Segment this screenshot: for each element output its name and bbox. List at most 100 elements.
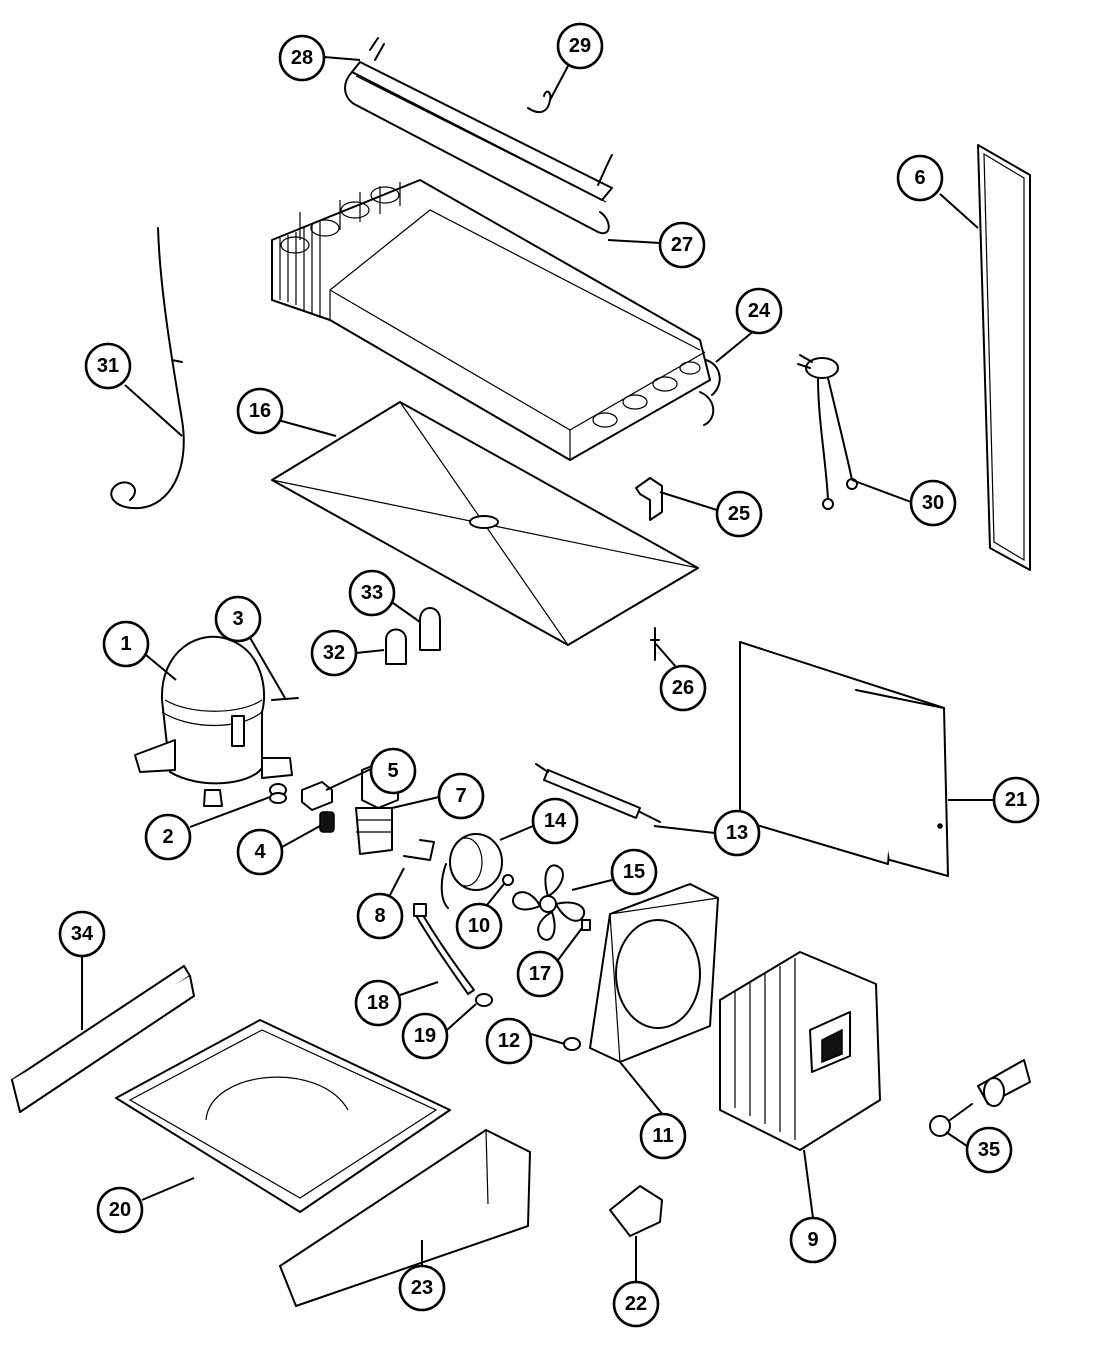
part-angle-rail bbox=[11, 965, 195, 1113]
callout-label-18: 18 bbox=[367, 992, 389, 1014]
callout-6: 6 bbox=[896, 154, 944, 202]
part-defrost-heater bbox=[344, 37, 613, 235]
callout-label-17: 17 bbox=[529, 963, 551, 985]
callout-27: 27 bbox=[658, 221, 706, 269]
callout-17: 17 bbox=[516, 950, 564, 998]
callout-label-4: 4 bbox=[254, 841, 266, 863]
callout-label-3: 3 bbox=[232, 608, 243, 630]
part-evaporator bbox=[271, 179, 721, 461]
part-panel bbox=[739, 641, 949, 877]
callout-label-10: 10 bbox=[468, 915, 490, 937]
callout-5: 5 bbox=[369, 747, 417, 795]
callout-label-29: 29 bbox=[569, 35, 591, 57]
callout-label-28: 28 bbox=[291, 47, 313, 69]
callout-25: 25 bbox=[715, 490, 763, 538]
part-clips-pair bbox=[385, 607, 441, 665]
part-switch bbox=[609, 1185, 663, 1237]
callout-label-8: 8 bbox=[374, 905, 385, 927]
callout-3: 3 bbox=[214, 595, 262, 643]
callout-label-2: 2 bbox=[162, 826, 173, 848]
callout-label-16: 16 bbox=[249, 400, 271, 422]
callout-19: 19 bbox=[401, 1012, 449, 1060]
callout-22: 22 bbox=[612, 1280, 660, 1328]
callout-label-5: 5 bbox=[387, 760, 398, 782]
part-capillary-tube bbox=[110, 227, 185, 510]
part-grommet bbox=[269, 783, 287, 804]
leader-lines bbox=[81, 56, 994, 1282]
callout-31: 31 bbox=[84, 342, 132, 390]
callout-8: 8 bbox=[356, 892, 404, 940]
callout-2: 2 bbox=[144, 813, 192, 861]
part-socket bbox=[929, 1059, 1031, 1137]
callout-label-19: 19 bbox=[414, 1025, 436, 1047]
part-condenser bbox=[719, 951, 881, 1151]
callout-35: 35 bbox=[965, 1126, 1013, 1174]
callout-label-1: 1 bbox=[120, 633, 131, 655]
callouts: 1 2 3 4 5 6 7 8 9 10 11 12 13 14 15 16 1… bbox=[58, 22, 1040, 1328]
part-grommet-small bbox=[475, 993, 493, 1007]
part-relay-clip bbox=[403, 839, 435, 861]
callout-label-35: 35 bbox=[978, 1139, 1000, 1161]
callout-label-13: 13 bbox=[726, 822, 748, 844]
part-fan-clip bbox=[581, 919, 591, 931]
callout-label-27: 27 bbox=[671, 234, 693, 256]
part-bracket-plate bbox=[279, 1129, 531, 1307]
callout-label-23: 23 bbox=[411, 1277, 433, 1299]
part-defrost-thermostat bbox=[797, 354, 858, 510]
callout-label-9: 9 bbox=[807, 1229, 818, 1251]
callout-label-26: 26 bbox=[672, 677, 694, 699]
part-pin bbox=[650, 627, 660, 661]
callout-30: 30 bbox=[909, 479, 957, 527]
part-drain-pan bbox=[115, 1019, 451, 1213]
callout-4: 4 bbox=[236, 828, 284, 876]
callout-label-25: 25 bbox=[728, 503, 750, 525]
part-evaporator-cover bbox=[271, 401, 699, 646]
callout-10: 10 bbox=[455, 902, 503, 950]
part-mounting-strap bbox=[413, 903, 475, 995]
part-drier bbox=[535, 763, 661, 823]
callout-21: 21 bbox=[992, 776, 1040, 824]
callout-label-12: 12 bbox=[498, 1030, 520, 1052]
part-vertical-strip bbox=[977, 144, 1031, 571]
callout-33: 33 bbox=[348, 569, 396, 617]
callout-32: 32 bbox=[310, 629, 358, 677]
callout-13: 13 bbox=[713, 809, 761, 857]
callout-9: 9 bbox=[789, 1216, 837, 1264]
part-compressor bbox=[134, 635, 293, 807]
part-fan-blade bbox=[512, 864, 586, 941]
callout-23: 23 bbox=[398, 1264, 446, 1312]
callout-1: 1 bbox=[102, 620, 150, 668]
callout-20: 20 bbox=[96, 1186, 144, 1234]
callout-7: 7 bbox=[437, 772, 485, 820]
callout-28: 28 bbox=[278, 34, 326, 82]
callout-11: 11 bbox=[639, 1112, 687, 1160]
callout-label-34: 34 bbox=[71, 923, 94, 945]
callout-14: 14 bbox=[531, 797, 579, 845]
callout-15: 15 bbox=[610, 848, 658, 896]
callout-26: 26 bbox=[659, 664, 707, 712]
part-fan-shroud bbox=[589, 883, 719, 1063]
callout-label-7: 7 bbox=[455, 785, 466, 807]
callout-label-11: 11 bbox=[652, 1125, 673, 1147]
callout-16: 16 bbox=[236, 387, 284, 435]
part-nut bbox=[502, 874, 514, 886]
part-cap bbox=[319, 811, 335, 833]
callout-label-32: 32 bbox=[323, 642, 345, 664]
part-clip bbox=[527, 90, 552, 114]
callout-label-20: 20 bbox=[109, 1199, 131, 1221]
callout-34: 34 bbox=[58, 910, 106, 958]
callout-label-33: 33 bbox=[361, 582, 383, 604]
callout-18: 18 bbox=[354, 979, 402, 1027]
part-grommet-fan bbox=[563, 1037, 581, 1051]
callout-29: 29 bbox=[556, 22, 604, 70]
callout-label-6: 6 bbox=[914, 167, 925, 189]
callout-label-30: 30 bbox=[922, 492, 944, 514]
part-tube-stub bbox=[271, 697, 299, 701]
callout-label-21: 21 bbox=[1005, 789, 1027, 811]
callout-label-22: 22 bbox=[625, 1293, 647, 1315]
callout-24: 24 bbox=[735, 287, 783, 335]
callout-label-15: 15 bbox=[623, 861, 645, 883]
part-bracket bbox=[635, 477, 663, 521]
callout-label-14: 14 bbox=[544, 810, 567, 832]
